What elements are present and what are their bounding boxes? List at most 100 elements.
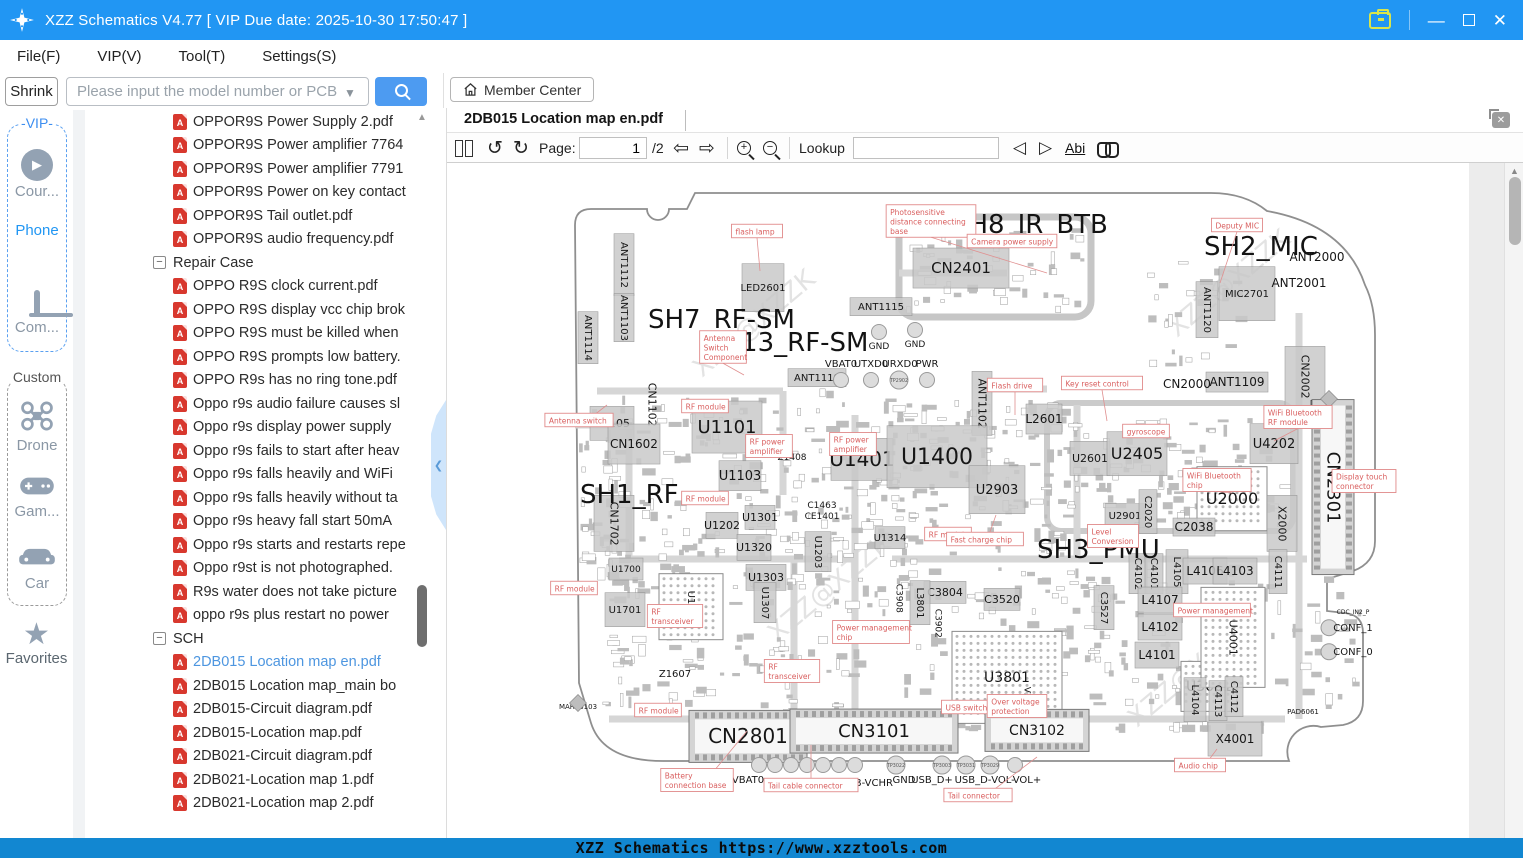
pdf-scrollbar[interactable]: ▲ (1504, 163, 1523, 838)
tree-item[interactable]: A Oppo r9s display power supply (85, 416, 415, 440)
member-center-button[interactable]: Member Center (450, 77, 595, 102)
tree-item-label: Oppo r9s display power supply (193, 419, 392, 436)
svg-text:C2038: C2038 (1175, 520, 1214, 534)
sidebar-item-car[interactable]: Car (8, 543, 66, 592)
vip-briefcase-icon[interactable] (1368, 8, 1391, 29)
maximize-button[interactable] (1462, 12, 1475, 29)
svg-text:ANT1119: ANT1119 (794, 373, 840, 384)
sidebar-item-game[interactable]: Gam... (8, 475, 66, 520)
sidebar-item-drone[interactable]: Drone (8, 401, 66, 454)
binoculars-icon[interactable] (1097, 133, 1119, 163)
menu-file[interactable]: File(F) (17, 48, 61, 65)
svg-text:U2601: U2601 (1072, 452, 1108, 465)
lookup-input[interactable] (853, 137, 999, 159)
tree-group[interactable]: −Repair Case (85, 251, 415, 275)
svg-text:ANT1114: ANT1114 (582, 315, 593, 361)
sidebar-scrollbar[interactable] (73, 110, 85, 838)
tree-item-label: 2DB015 Location map en.pdf (193, 654, 381, 671)
close-button[interactable]: ✕ (1492, 10, 1507, 30)
svg-text:ANT2000: ANT2000 (1289, 250, 1344, 264)
sidebar-item-computer[interactable]: Com... (8, 290, 66, 336)
svg-text:amplifier: amplifier (834, 445, 868, 454)
svg-text:U2903: U2903 (976, 483, 1019, 498)
tree-item-label: OPPOR9S audio frequency.pdf (193, 231, 394, 248)
rotate-left-button[interactable]: ↺ (487, 137, 503, 159)
tree-item-label: Oppo r9s audio failure causes sl (193, 395, 401, 412)
sidebar-item-course[interactable]: ▶ Cour... (8, 149, 66, 200)
svg-text:U1700: U1700 (611, 565, 641, 575)
home-icon (464, 83, 477, 96)
zoom-in-button[interactable]: + (737, 133, 751, 163)
tree-item-label: OPPO R9s has no ring tone.pdf (193, 372, 397, 389)
svg-text:U1701: U1701 (609, 605, 642, 616)
search-input[interactable] (66, 77, 369, 106)
svg-text:U1202: U1202 (704, 519, 740, 532)
pdf-file-icon: A (173, 113, 187, 130)
sidebar-item-favorites[interactable]: ★ Favorites (0, 620, 73, 668)
tree-item[interactable]: A OPPOR9S Power on key contact (85, 181, 415, 205)
tree-item-label: OPPOR9S Power on key contact (193, 184, 406, 201)
zoom-out-button[interactable]: − (763, 133, 777, 163)
pdf-file-icon: A (173, 184, 187, 201)
menu-vip[interactable]: VIP(V) (97, 48, 142, 65)
next-page-button[interactable]: ⇨ (699, 137, 715, 159)
sidebar-group-vip: -VIP- ▶ Cour... Phone Com... (7, 115, 67, 352)
find-next-button[interactable]: ▷ (1039, 138, 1053, 157)
tree-group[interactable]: −SCH (85, 627, 415, 651)
tab-document[interactable]: 2DB015 Location map en.pdf (464, 111, 664, 127)
svg-text:C4113: C4113 (1212, 685, 1223, 717)
prev-page-button[interactable]: ⇦ (673, 137, 689, 159)
collapse-panel-handle[interactable]: ❮ (431, 400, 446, 530)
svg-text:X2000: X2000 (1276, 506, 1289, 542)
pdf-file-icon: A (173, 348, 187, 365)
abi-case-button[interactable]: Abi (1065, 140, 1086, 156)
find-prev-button[interactable]: ◁ (1013, 138, 1027, 157)
svg-text:Tail cable connector: Tail cable connector (767, 781, 844, 790)
sidebar-item-phone[interactable]: Phone (15, 222, 59, 239)
svg-text:USB_D-: USB_D- (955, 775, 992, 786)
svg-text:ANT1115: ANT1115 (858, 302, 904, 313)
svg-text:chip: chip (1187, 481, 1203, 490)
shrink-button[interactable]: Shrink (5, 77, 58, 106)
tree-scrollbar-thumb[interactable] (417, 585, 427, 647)
rotate-right-button[interactable]: ↻ (513, 137, 529, 159)
tree-scroll-up-icon[interactable]: ▲ (417, 112, 427, 123)
pdf-viewport[interactable]: XZZ@XZZKXZZ@XZZKXZZ@XZZKXZZ@XZZKCN2401LE… (447, 163, 1523, 838)
two-page-view-button[interactable] (455, 133, 473, 163)
page-input[interactable] (579, 137, 647, 159)
pdf-scrollbar-thumb[interactable] (1509, 177, 1521, 245)
minimize-button[interactable]: — (1427, 10, 1445, 30)
search-button[interactable] (375, 77, 427, 106)
menu-settings[interactable]: Settings(S) (262, 48, 337, 65)
scroll-up-icon[interactable]: ▲ (1510, 166, 1519, 176)
pdf-file-icon: A (173, 419, 187, 436)
menu-tool[interactable]: Tool(T) (178, 48, 226, 65)
close-document-icon[interactable]: ✕ (1489, 109, 1510, 128)
